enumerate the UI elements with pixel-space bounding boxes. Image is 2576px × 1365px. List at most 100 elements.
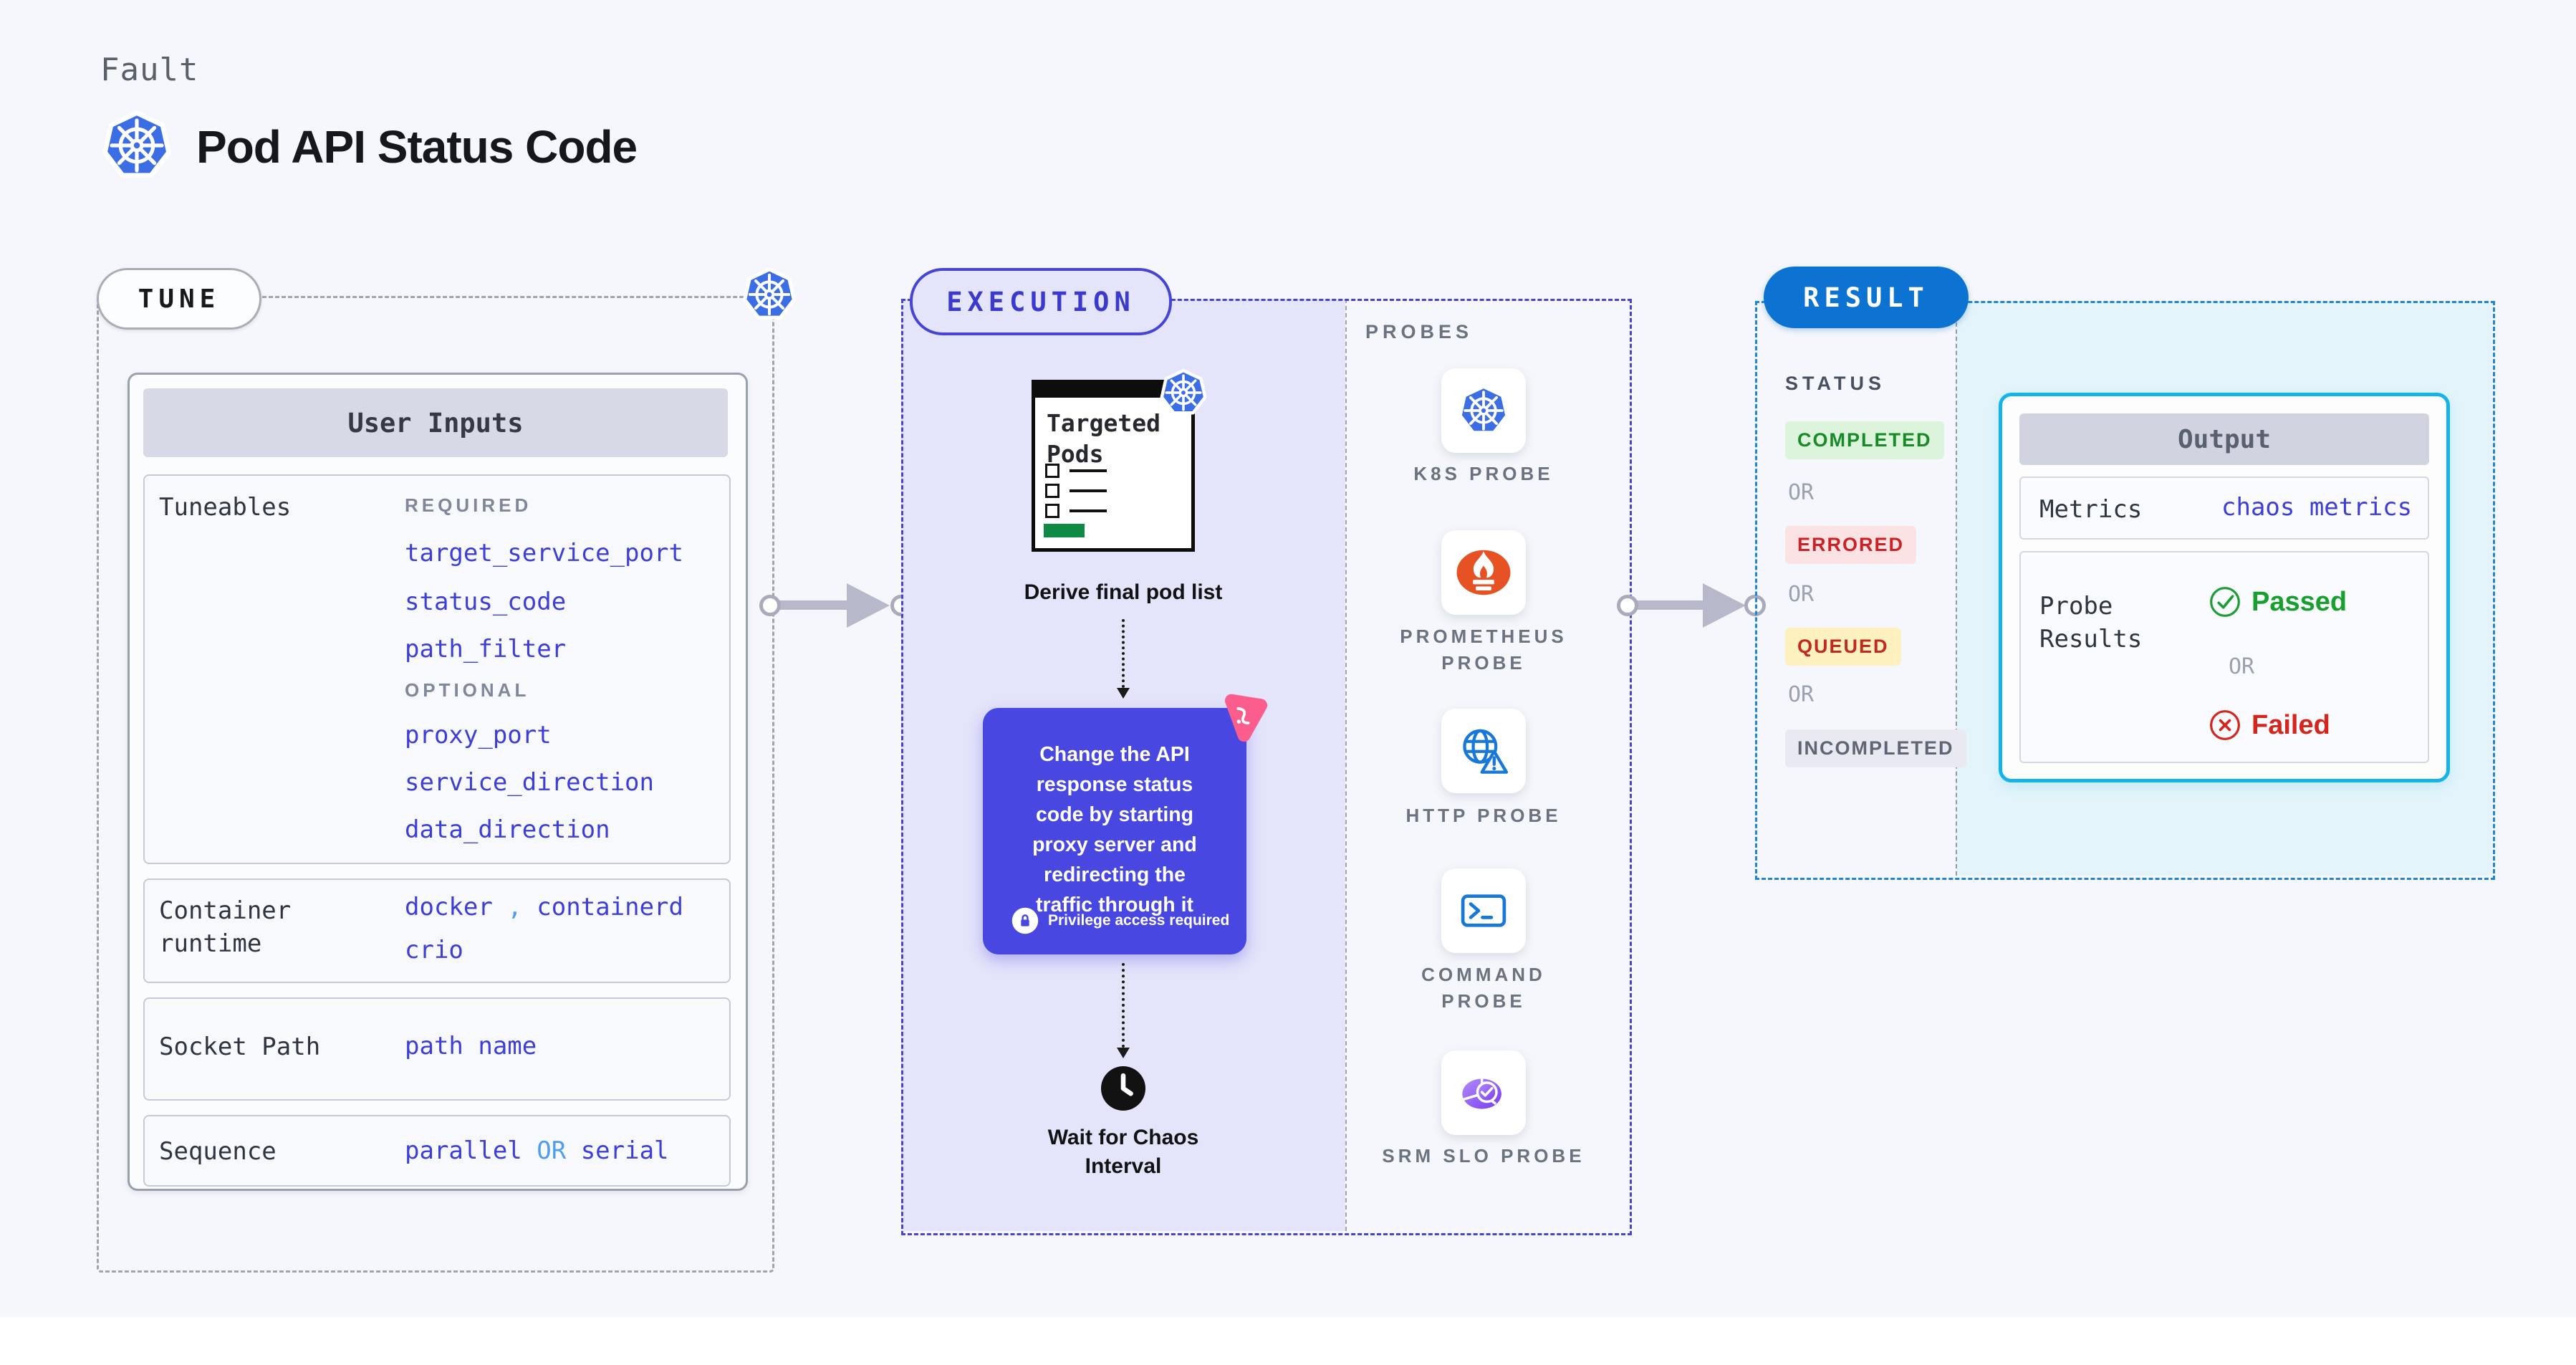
page-title: Pod API Status Code [196,121,638,173]
tuneables-row [143,474,731,864]
execution-to-result-arrowhead [1703,583,1746,628]
action-line: proxy server and [1032,833,1197,856]
sequence-or: OR [537,1136,567,1165]
probe-label-command: COMMAND PROBE [1421,964,1546,1012]
probe-label-k8s: K8S PROBE [1413,463,1554,484]
status-badge-completed: COMPLETED [1785,421,1944,459]
output-header: Output [2019,413,2429,465]
probe-card-k8s [1441,368,1526,453]
sequence-values: parallel OR serial [405,1136,669,1165]
action-line: response status [1036,773,1193,796]
probe-card-srm-slo [1441,1050,1526,1135]
targeted-pods-illustration: Targeted Pods [1032,380,1195,552]
arrow-end-node [1744,595,1766,616]
socket-path-value[interactable]: path name [405,1032,537,1060]
status-or: OR [1788,582,1815,607]
clock-icon [1100,1065,1147,1112]
tune-to-execution-arrowhead [847,583,890,628]
pod-line [1070,469,1107,472]
tuneable-link-service-direction[interactable]: service_direction [405,768,654,797]
pod-checkbox [1045,504,1059,518]
pod-line [1070,509,1107,512]
action-line: redirecting the [1044,863,1186,886]
probe-label-srm-slo: SRM SLO PROBE [1382,1145,1585,1167]
sequence-row [143,1115,731,1187]
status-badge-incompleted: INCOMPLETED [1785,729,1966,767]
tuneables-label: Tuneables [159,493,292,522]
chaos-metrics-link[interactable]: chaos metrics [2221,493,2413,522]
status-label: STATUS [1785,373,1885,394]
runtime-crio-link[interactable]: crio [405,936,463,964]
status-or: OR [1788,480,1815,505]
metrics-row: Metrics chaos metrics [2019,476,2429,540]
runtime-separator: , [507,893,522,921]
result-section-pill: RESULT [1764,267,1969,328]
probe-card-http [1441,709,1526,793]
tune-section-border [97,296,774,1273]
failed-text: Failed [2251,710,2330,740]
execution-to-result-arrow [1628,600,1714,610]
socket-path-label: Socket Path [159,1033,321,1061]
status-badge-queued: QUEUED [1785,628,1901,666]
derive-pod-list-caption: Derive final pod list [1024,580,1223,604]
x-circle-icon [2209,709,2241,742]
terminal-icon [1456,883,1512,939]
execution-section-label: EXECUTION [946,286,1135,317]
pie-check-icon [1456,1065,1512,1121]
socket-path-row [143,997,731,1101]
tune-section-label: TUNE [138,284,221,314]
sequence-parallel[interactable]: parallel [405,1136,522,1165]
pod-checkbox [1045,464,1059,478]
dotted-connector [1122,963,1125,1048]
chaos-pink-icon [1213,686,1274,747]
check-circle-icon [2209,585,2241,618]
lock-icon [1011,907,1039,934]
status-or: OR [1788,682,1815,707]
probes-label: PROBES [1365,321,1474,343]
globe-warning-icon [1456,723,1512,779]
tuneable-link-target-service-port[interactable]: target_service_port [405,539,683,567]
action-line: traffic through it [1035,894,1194,916]
tune-section-pill: TUNE [97,268,261,330]
kubernetes-icon [99,107,175,183]
fault-eyebrow: Fault [100,52,199,88]
prometheus-icon [1456,545,1512,600]
fault-action-box: Change the API response status code by s… [983,708,1246,954]
action-line: code by starting [1035,803,1194,826]
container-runtime-label: Container runtime [159,896,292,958]
container-runtime-row [143,878,731,983]
user-inputs-header: User Inputs [143,388,728,457]
sequence-serial[interactable]: serial [580,1136,669,1165]
output-card: Output Metrics chaos metrics Probe Resul… [1999,393,2450,782]
execution-section-pill: EXECUTION [910,268,1172,335]
pod-checkbox [1045,484,1059,498]
probe-results-or: OR [2229,654,2255,679]
fault-action-text: Change the API response status code by s… [983,739,1246,920]
dotted-connector-arrowhead [1117,1048,1130,1058]
tuneable-link-status-code[interactable]: status_code [405,588,567,616]
tuneable-link-data-direction[interactable]: data_direction [405,815,610,844]
passed-text: Passed [2251,587,2347,617]
arrow-start-node [1617,595,1638,616]
runtime-docker-link[interactable]: docker [405,893,493,921]
green-progress-bar [1044,524,1085,537]
tuneable-link-proxy-port[interactable]: proxy_port [405,721,552,749]
container-runtime-values: docker , containerd [405,893,683,921]
metrics-label: Metrics [2039,495,2143,524]
status-badge-errored: ERRORED [1785,526,1917,564]
arrow-start-node [759,595,781,616]
dotted-connector-arrowhead [1117,688,1130,699]
probe-label-http: HTTP PROBE [1405,805,1562,826]
probe-card-command [1441,868,1526,953]
tuneable-link-path-filter[interactable]: path_filter [405,635,567,664]
kubernetes-icon [1158,367,1209,418]
bottom-strip [0,1317,2576,1365]
privilege-note-text: Privilege access required [1048,912,1230,929]
result-section-label: RESULT [1803,282,1929,313]
tune-to-execution-arrow [770,600,857,610]
probe-card-prometheus [1441,530,1526,615]
privilege-note: Privilege access required [1011,907,1229,934]
runtime-containerd-link[interactable]: containerd [537,893,683,921]
probes-panel [1345,299,1629,1231]
